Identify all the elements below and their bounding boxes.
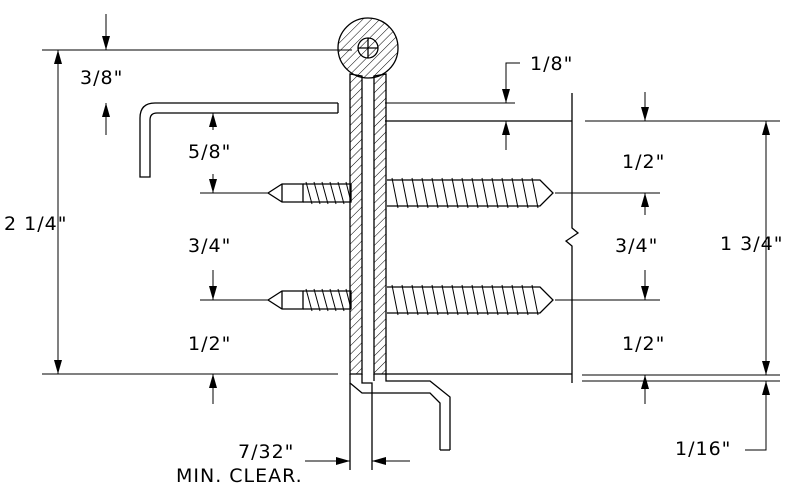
dim-overall-height: 2 1/4" (4, 213, 67, 235)
dim-frame-height: 1 3/4" (720, 233, 783, 255)
clearance-note: MIN. CLEAR. (176, 465, 303, 487)
hinge-knuckle (337, 17, 399, 79)
dim-hole-to-bottom: 1/2" (188, 333, 231, 355)
dim-bottom-gap: 1/16" (675, 438, 731, 460)
screw-upper (266, 177, 554, 209)
dim-frame-top-to-hole: 1/2" (622, 151, 665, 173)
dim-frame-hole-to-bottom: 1/2" (622, 333, 665, 355)
screw-lower (266, 284, 554, 316)
hinge-leaves (337, 73, 451, 470)
dim-knuckle-gap: 1/8" (530, 53, 573, 75)
dimension-lines (54, 14, 770, 470)
dim-leaf-top-to-hole: 5/8" (188, 141, 231, 163)
door-edge (139, 102, 338, 178)
frame-section (385, 93, 580, 383)
extension-lines (42, 49, 780, 382)
dim-frame-hole-spacing: 3/4" (615, 235, 658, 257)
dim-clearance: 7/32" (238, 441, 294, 463)
dim-hole-spacing: 3/4" (188, 235, 231, 257)
dim-top-offset: 3/8" (80, 67, 123, 89)
